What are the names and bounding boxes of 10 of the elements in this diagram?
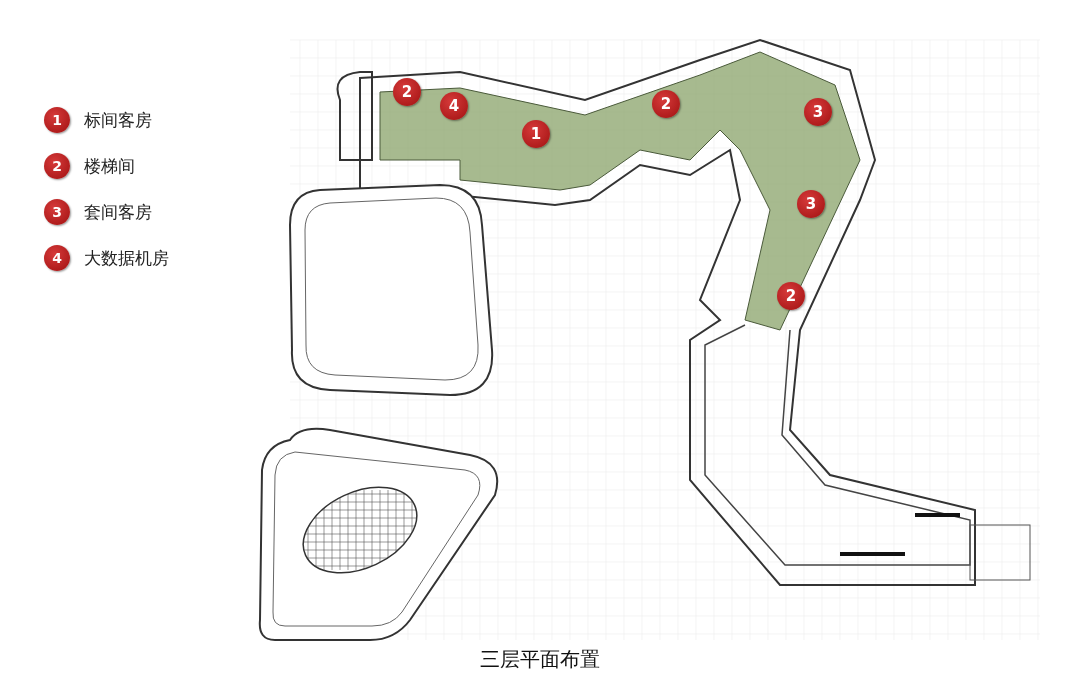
number-marker: 3 <box>44 199 70 225</box>
number-marker: 1 <box>44 107 70 133</box>
number-marker: 2 <box>44 153 70 179</box>
legend-text: 套间客房 <box>84 200 152 224</box>
caption: 三层平面布置 <box>479 646 601 673</box>
number-marker: 4 <box>44 245 70 271</box>
legend-text: 楼梯间 <box>84 154 135 178</box>
callout-number: 2 <box>393 78 421 106</box>
legend-text: 标间客房 <box>84 108 152 132</box>
legend-text: 大数据机房 <box>84 246 169 270</box>
